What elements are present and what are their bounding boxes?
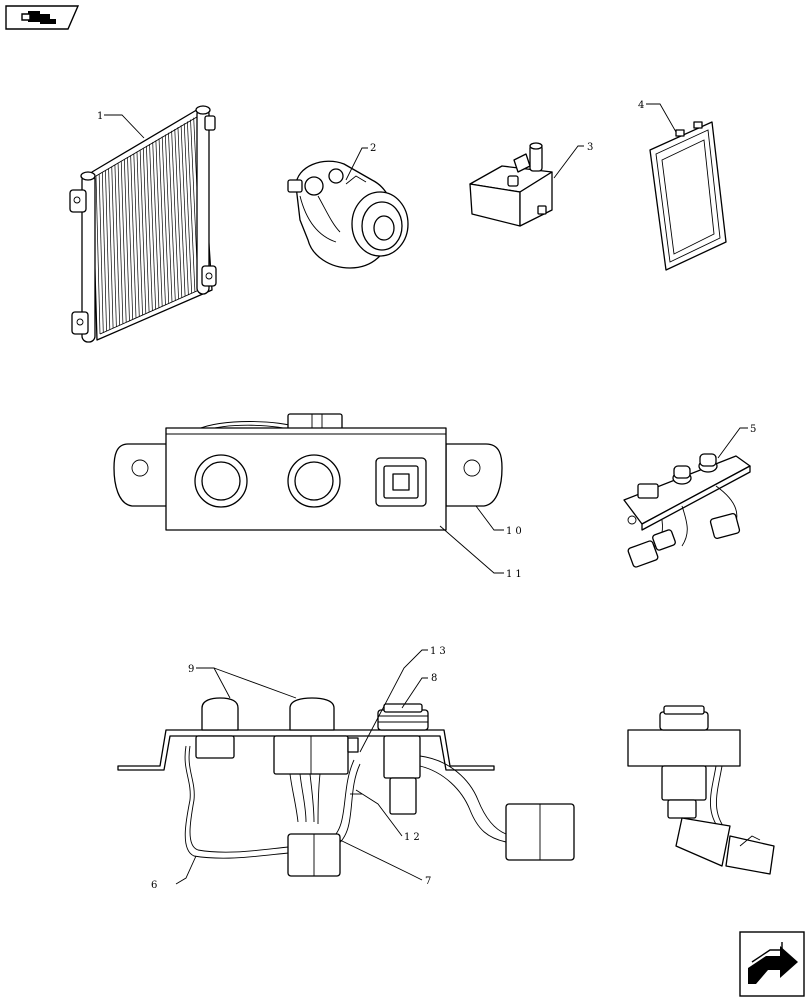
compressor-part [287, 160, 409, 269]
panel-assembly-part [623, 453, 751, 568]
callout-13: 13 [430, 646, 449, 657]
panel-end-view [627, 705, 775, 875]
cabin-filter-part [649, 121, 727, 271]
callout-4: 4 [638, 100, 647, 111]
callout-5: 5 [750, 424, 759, 435]
callout-8: 8 [431, 673, 440, 684]
callout-9: 9 [188, 664, 197, 675]
callout-6: 6 [151, 880, 160, 891]
callout-10: 10 [506, 526, 525, 537]
callout-11: 11 [506, 569, 525, 580]
callout-3: 3 [587, 142, 596, 153]
callout-2: 2 [370, 143, 379, 154]
return-to-index-icon[interactable] [5, 5, 80, 30]
panel-side-view [117, 697, 575, 877]
callout-numbers: 1 2 3 4 5 10 11 9 8 13 12 6 7 [97, 100, 759, 891]
next-page-arrow-icon[interactable] [739, 931, 805, 997]
control-panel-part [113, 413, 503, 531]
callout-1: 1 [97, 111, 106, 122]
callout-12: 12 [404, 832, 423, 843]
condenser-part [69, 105, 217, 343]
leader-lines [104, 103, 748, 885]
valve-block-part [469, 142, 553, 227]
callout-7: 7 [425, 876, 434, 887]
